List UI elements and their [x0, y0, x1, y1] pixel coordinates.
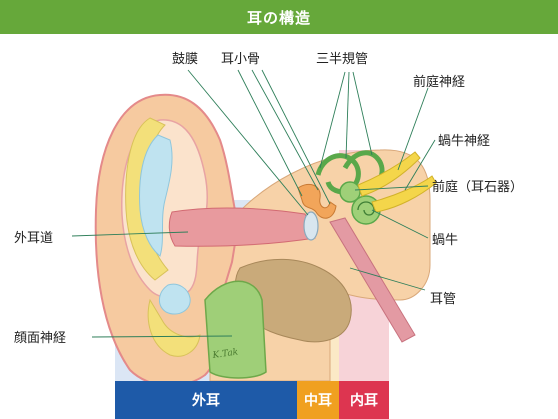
page-title: 耳の構造 — [246, 8, 311, 27]
leader-ear-canal — [71, 231, 189, 237]
leader-ossicles-1 — [237, 69, 303, 197]
leader-vestibule — [354, 185, 429, 191]
leader-eardrum — [187, 69, 309, 216]
leader-cochlear-nerve — [404, 139, 436, 191]
band-outer-ear: 外耳 — [115, 381, 297, 419]
leader-lines — [71, 69, 436, 338]
auricle-lobe-yellow — [147, 298, 201, 357]
leader-facial-nerve — [91, 335, 233, 338]
cochlea-spiral — [357, 201, 375, 216]
label-vestibular-nerve: 前庭神経 — [413, 75, 466, 90]
leader-canals-2 — [345, 71, 350, 159]
leader-ossicles-3 — [261, 69, 331, 205]
leader-canals-3 — [352, 71, 373, 156]
vestibule-shape — [339, 181, 361, 203]
semicircular-canals-shape — [315, 153, 361, 195]
label-cochlear-nerve: 蝸牛神経 — [438, 134, 491, 149]
cochlear-nerve-shape — [371, 175, 437, 213]
leader-vestibular-nerve — [397, 87, 429, 171]
title-bar: 耳の構造 — [0, 0, 558, 34]
vestibular-nerve-shape — [357, 151, 421, 197]
facial-nerve-block — [204, 280, 267, 379]
artist-signature: K.Tak — [211, 347, 239, 361]
band-outer-ear-label: 外耳 — [192, 393, 220, 409]
label-semicircular-canals: 三半規管 — [316, 52, 369, 67]
label-vestibule: 前庭（耳石器） — [432, 180, 524, 195]
label-facial-nerve: 顔面神経 — [14, 331, 67, 346]
ossicles-shape — [297, 183, 337, 219]
label-ossicles: 耳小骨 — [221, 52, 261, 67]
band-inner-ear-label: 内耳 — [350, 393, 378, 409]
label-ear-canal: 外耳道 — [14, 231, 54, 246]
band-middle-ear-label: 中耳 — [304, 393, 332, 409]
band-inner-ear: 内耳 — [339, 381, 389, 419]
ear-canal — [168, 207, 316, 247]
earlobe-blue — [159, 283, 191, 315]
leader-eustachian-tube — [349, 267, 426, 291]
cartilage-blue — [139, 134, 173, 257]
leader-canals-1 — [319, 71, 346, 169]
band-middle-ear: 中耳 — [297, 381, 339, 419]
eardrum-shape — [303, 211, 319, 241]
leader-cochlea — [371, 209, 429, 239]
label-eardrum: 鼓膜 — [172, 52, 199, 67]
leader-ossicles-2 — [251, 69, 319, 191]
ear-diagram: K.Tak — [71, 69, 437, 387]
label-eustachian-tube: 耳管 — [430, 292, 457, 307]
eustachian-tube-shape — [329, 217, 416, 343]
label-cochlea: 蝸牛 — [432, 233, 459, 248]
